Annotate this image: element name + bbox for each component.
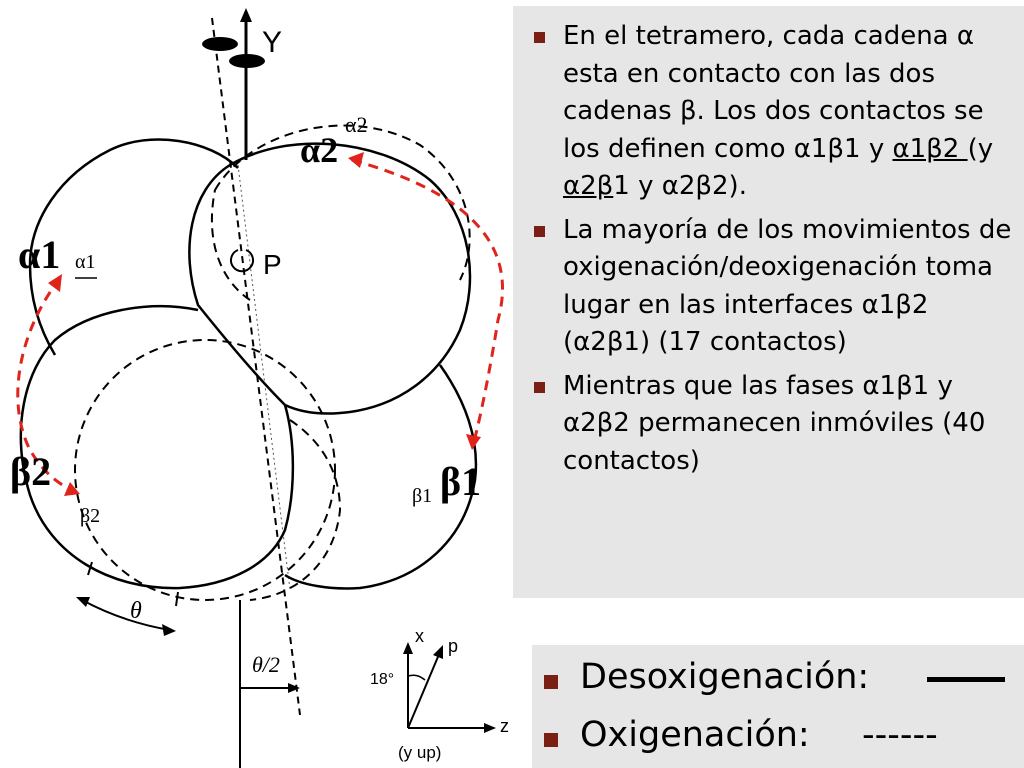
alpha2-dashed-label: α2 — [345, 112, 368, 137]
bullet-3-text: Mientras que las fases α1β1 y α2β2 perma… — [563, 370, 986, 476]
theta-arc — [81, 599, 171, 631]
inset-p-arrowhead — [433, 645, 443, 659]
bullet-1-text-c: (y — [967, 133, 994, 164]
alpha2-solid-outline — [188, 142, 472, 415]
alpha1-solid-outline — [28, 138, 239, 356]
alpha2-solid-label: α2 — [300, 130, 338, 170]
y-axis-arrowhead — [240, 8, 252, 22]
bullet-item-2: La mayoría de los movimientos de oxigena… — [523, 212, 1014, 362]
bullet-1-text-d: α2β — [563, 171, 614, 201]
inset-yup-label: (y up) — [398, 743, 441, 762]
inset-angle-arc — [407, 674, 426, 681]
red-arrow-alpha1-beta2 — [16, 277, 77, 494]
tick-mark-1 — [87, 561, 93, 576]
inset-angle-label: 18° — [370, 671, 394, 688]
beta1-dashed-outline — [249, 419, 342, 601]
bullet-item-3: Mientras que las fases α1β1 y α2β2 perma… — [523, 368, 1014, 481]
inset-p-label: p — [448, 636, 458, 656]
tick-mark-2 — [175, 591, 179, 607]
dashed-line-sample: ------ — [862, 715, 938, 755]
y-axis-label: Y — [262, 26, 282, 59]
pivot-label: P — [263, 249, 282, 280]
red-arrow-alpha2-beta1 — [351, 158, 504, 446]
theta-arc-arrowhead-left — [76, 597, 90, 607]
bullet-panel: En el tetramero, cada cadena α esta en c… — [513, 6, 1024, 598]
pivot-rotation-icon — [230, 249, 254, 273]
red-arrowhead-beta2 — [64, 482, 80, 496]
axis-marker-disc-1 — [202, 37, 238, 51]
center-dotted-line — [237, 164, 291, 591]
beta1-solid-outline — [284, 364, 478, 590]
bullet-marker-icon — [544, 675, 558, 689]
theta-label: θ — [130, 598, 142, 624]
inset-z-label: z — [500, 716, 509, 736]
inset-z-arrowhead — [484, 723, 496, 733]
bullet-list: En el tetramero, cada cadena α esta en c… — [513, 6, 1024, 480]
alpha1-dashed-label: α1 — [75, 251, 95, 273]
red-arrowhead-alpha1 — [48, 274, 62, 292]
inset-x-label: x — [415, 626, 424, 646]
tetramer-diagram: Y α2 α2 α1 α1 β2 β2 β1 β1 P θ θ/2 x p — [10, 8, 509, 768]
beta2-solid-outline — [19, 305, 295, 590]
bullet-marker-icon — [534, 32, 545, 43]
theta-half-arrowhead — [288, 683, 300, 693]
red-arrowhead-alpha2 — [348, 152, 364, 168]
bullet-marker-icon — [534, 381, 545, 393]
beta2-solid-label: β2 — [10, 449, 51, 494]
tilted-axis-dashed — [211, 17, 301, 716]
legend-deoxy-row: Desoxigenación: — [532, 657, 1024, 707]
bullet-2-text: La mayoría de los movimientos de oxigena… — [563, 214, 1012, 358]
axis-marker-disc-2 — [229, 54, 265, 68]
beta2-dashed-outline — [74, 339, 336, 601]
bullet-marker-icon — [544, 733, 558, 747]
bullet-1-text-a: En el tetramero, cada cadena α esta en c… — [563, 21, 984, 164]
beta1-dashed-label: β1 — [412, 485, 432, 507]
inset-x-arrowhead — [403, 642, 413, 654]
bullet-item-1: En el tetramero, cada cadena α esta en c… — [523, 18, 1014, 206]
alpha1-solid-label: α1 — [18, 232, 60, 277]
bullet-marker-icon — [534, 225, 545, 237]
theta-arc-arrowhead-right — [162, 624, 176, 636]
legend-oxy-row: Oxigenación: ------ — [532, 715, 1024, 765]
legend-oxy-label: Oxigenación: — [580, 715, 810, 755]
beta1-solid-label: β1 — [440, 459, 481, 504]
bullet-1-text-b: α1β2 — [892, 133, 968, 164]
legend-panel: Desoxigenación: Oxigenación: ------ — [532, 645, 1024, 768]
inset-p-axis — [407, 651, 441, 729]
beta2-dashed-label: β2 — [80, 505, 100, 527]
red-arrowhead-beta1 — [466, 434, 481, 450]
bullet-1-text-e: 1 y α2β2). — [613, 171, 747, 201]
theta-half-label: θ/2 — [252, 652, 280, 677]
alpha2-dashed-outline — [211, 124, 471, 301]
solid-line-sample — [927, 677, 1005, 682]
legend-deoxy-label: Desoxigenación: — [580, 657, 870, 697]
